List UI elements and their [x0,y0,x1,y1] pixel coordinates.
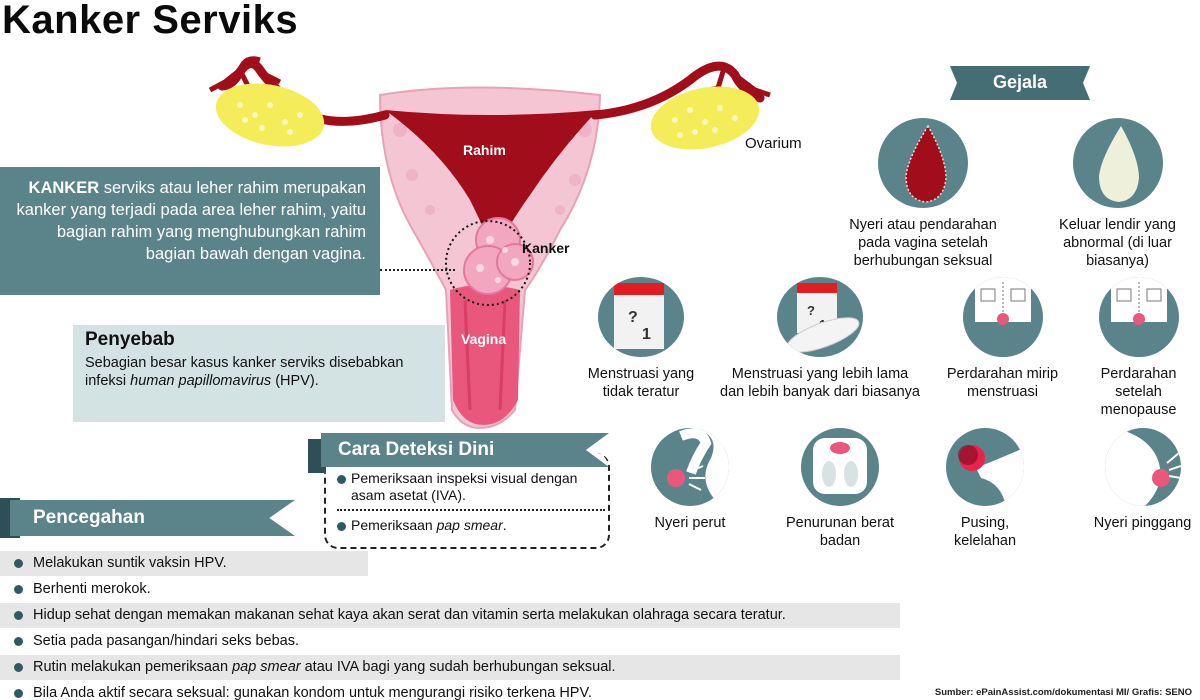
pointer-line [380,269,455,271]
detection-item-text: Pemeriksaan inspeksi visual dengan asam … [351,470,578,503]
bullet-icon [14,637,23,646]
symptom-item: ?1 Menstruasi yang lebih lama dan lebih … [720,277,920,401]
symptom-label: Menstruasi yang lebih lama dan lebih ban… [720,366,920,400]
symptom-label: Keluar lendir yang abnormal (di luar bia… [1059,217,1176,269]
svg-text:?: ? [807,303,815,318]
detection-title: Cara Deteksi Dini [321,433,609,467]
symptom-label: Pusing, kelelahan [953,515,1017,549]
label-rahim: Rahim [463,142,506,158]
bullet-icon [337,522,346,531]
symptoms-title: Gejala [950,66,1090,100]
prevention-item: Setia pada pasangan/hindari seks bebas. [0,629,900,654]
cause-text-part: (HPV). [271,373,319,389]
symptom-item: ?1 Menstruasi yang tidak teratur [586,277,696,401]
underwear-icon [1098,277,1179,357]
detection-item: Pemeriksaan pap smear. [337,517,605,534]
calendar-icon: ?1 [598,277,684,357]
label-ovarium: Ovarium [745,135,802,152]
mucus-drop-icon [1072,118,1163,208]
source-credit: Sumber: ePainAssist.com/dokumentasi MI/ … [934,687,1192,698]
symptom-label: Nyeri atau pendarahan pada vagina setela… [849,217,997,269]
bullet-icon [14,689,23,698]
detection-item: Pemeriksaan inspeksi visual dengan asam … [337,470,605,511]
calendar-pad-icon: ?1 [777,277,863,357]
prevention-item: Rutin melakukan pemeriksaan pap smear at… [0,655,900,680]
label-kanker: Kanker [522,240,570,256]
cause-title: Penyebab [85,329,175,350]
symptom-label: Nyeri perut [654,515,726,531]
svg-text:?: ? [628,309,638,326]
symptom-label: Nyeri pinggang [1093,515,1192,531]
label-vagina: Vagina [461,331,507,347]
prevention-item-italic: pap smear [232,659,301,675]
symptom-item: Keluar lendir yang abnormal (di luar bia… [1035,118,1200,270]
detection-item-text: Pemeriksaan [351,517,437,533]
svg-text:1: 1 [642,326,651,343]
headache-icon [946,428,1024,506]
scale-icon [801,428,879,506]
symptom-item: Pusing, kelelahan [930,428,1040,550]
underwear-icon [962,277,1043,357]
symptom-item: Perdarahan mirip menstruasi [945,277,1060,401]
bullet-icon [14,611,23,620]
prevention-item: Melakukan suntik vaksin HPV. [0,551,368,576]
detection-item-text: . [502,517,507,533]
prevention-item-text: Setia pada pasangan/hindari seks bebas. [33,633,300,649]
bullet-icon [14,585,23,594]
prevention-item-text: Hidup sehat dengan memakan makanan sehat… [33,607,786,623]
prevention-item: Hidup sehat dengan memakan makanan sehat… [0,603,900,628]
definition-box: KANKER serviks atau leher rahim merupaka… [0,167,380,295]
symptom-item: Nyeri atau pendarahan pada vagina setela… [838,118,1008,270]
symptom-item: Nyeri pinggang [1085,428,1200,532]
blood-drop-icon [878,118,968,208]
symptom-item: Perdarahan setelah menopause [1077,277,1200,419]
cause-box: Penyebab Sebagian besar kasus kanker ser… [73,325,445,422]
prevention-title: Pencegahan [10,500,295,536]
prevention-list: Melakukan suntik vaksin HPV. Berhenti me… [0,551,900,700]
prevention-item-text: atau IVA bagi yang sudah berhubungan sek… [300,659,616,675]
symptom-label: Penurunan berat badan [785,515,895,549]
symptom-item: Penurunan berat badan [785,428,895,550]
bullet-icon [14,559,23,568]
symptom-label: Perdarahan setelah menopause [1100,366,1177,418]
prevention-item: Berhenti merokok. [0,577,900,602]
definition-lead: KANKER [28,179,100,197]
bullet-icon [337,475,346,484]
prevention-item-text: Melakukan suntik vaksin HPV. [33,555,227,571]
detection-list: Pemeriksaan inspeksi visual dengan asam … [337,470,605,540]
back-pain-icon [1104,428,1181,506]
prevention-item-text: Rutin melakukan pemeriksaan [33,659,233,675]
cause-text-part: Sebagian besar kasus kanker serviks dise… [85,355,404,389]
prevention-item: Bila Anda aktif secara seksual: gunakan … [0,681,900,700]
prevention-item-text: Bila Anda aktif secara seksual: gunakan … [33,685,592,700]
detection-section: Cara Deteksi Dini [305,433,613,551]
bullet-icon [14,663,23,672]
detection-dashed-frame [324,453,610,549]
prevention-item-text: Berhenti merokok. [33,581,151,597]
definition-text: serviks atau leher rahim merupakan kanke… [16,179,366,263]
detection-item-italic: pap smear [436,517,503,533]
cause-text-italic: human papillomavirus [130,373,272,389]
cause-text: Sebagian besar kasus kanker serviks dise… [85,354,433,390]
symptom-item: Nyeri perut [635,428,745,532]
stomach-pain-icon [651,428,729,506]
symptom-label: Perdarahan mirip menstruasi [946,366,1059,400]
symptom-label: Menstruasi yang tidak teratur [587,366,695,400]
page-title: Kanker Serviks [2,0,299,42]
